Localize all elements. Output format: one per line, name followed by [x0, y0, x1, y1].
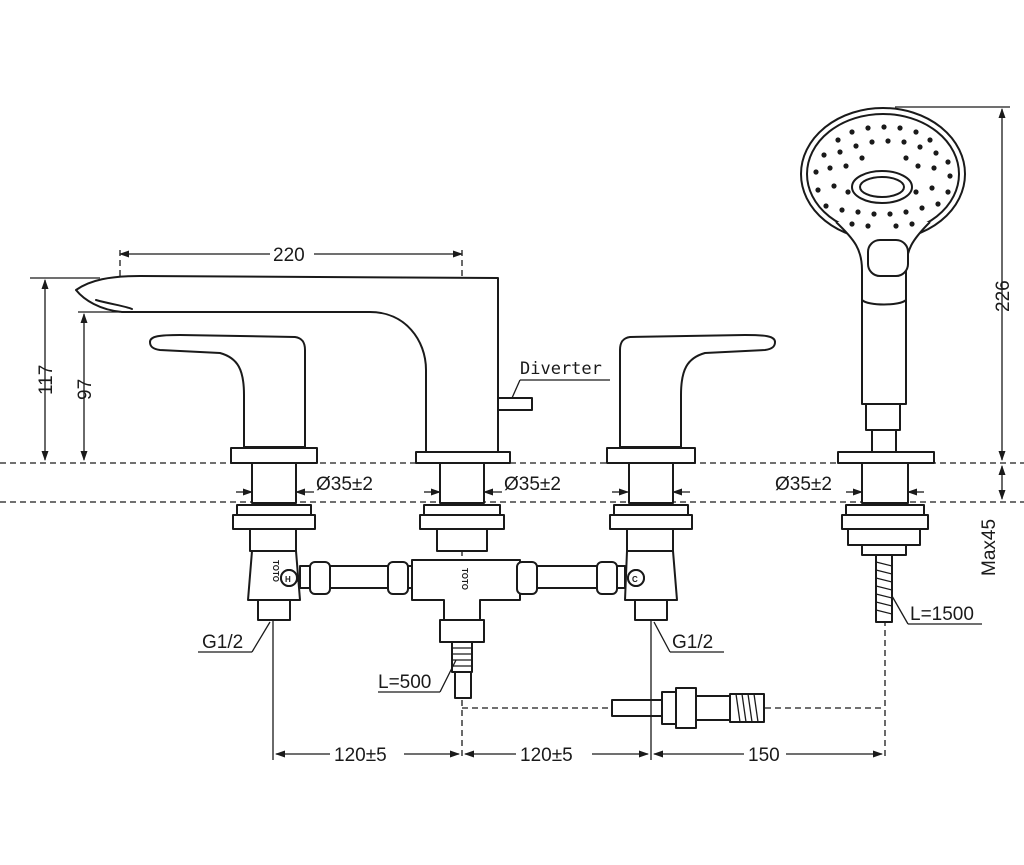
- dim-spout-length: 220: [273, 245, 305, 266]
- dim-hose-shower: L=1500: [910, 604, 974, 625]
- centre-lines: [119, 250, 886, 760]
- dim-spacing-left: 120±5: [334, 745, 387, 766]
- dim-spout-height: 97: [75, 379, 96, 400]
- cold-label: C: [632, 575, 638, 584]
- hot-indicator: [280, 569, 298, 587]
- connecting-pipes: [299, 561, 626, 595]
- under-deck-left: [232, 462, 316, 621]
- dim-hole-dia-3: Ø35±2: [775, 474, 832, 495]
- shower-outlet-fitting: [611, 687, 765, 729]
- hand-shower: [800, 107, 966, 464]
- dim-total-height: 117: [36, 365, 57, 395]
- dim-hole-dia-1: Ø35±2: [316, 474, 373, 495]
- dim-max-deck: Max45: [979, 519, 1000, 576]
- spray-holes: [813, 124, 953, 229]
- dim-spacing-shower: 150: [748, 745, 780, 766]
- cold-indicator: [627, 569, 645, 587]
- left-handle: [149, 334, 318, 464]
- dim-handshower-height: 226: [993, 280, 1014, 312]
- diverter-label: Diverter: [520, 359, 602, 379]
- dim-thread-right: G1/2: [672, 632, 713, 653]
- diverter-knob: Diverter: [497, 359, 610, 411]
- under-deck-shower: [841, 462, 929, 623]
- brand-mark-left: TOTO: [271, 560, 280, 582]
- dim-hole-dia-2: Ø35±2: [504, 474, 561, 495]
- under-deck-center: [411, 462, 521, 699]
- dim-thread-left: G1/2: [202, 632, 243, 653]
- brand-mark-center: TOTO: [460, 568, 469, 590]
- dim-spacing-right: 120±5: [520, 745, 573, 766]
- under-deck-right: [609, 462, 693, 621]
- right-handle: [606, 334, 776, 464]
- dim-hose-outlet: L=500: [378, 672, 431, 693]
- hot-label: H: [285, 575, 291, 584]
